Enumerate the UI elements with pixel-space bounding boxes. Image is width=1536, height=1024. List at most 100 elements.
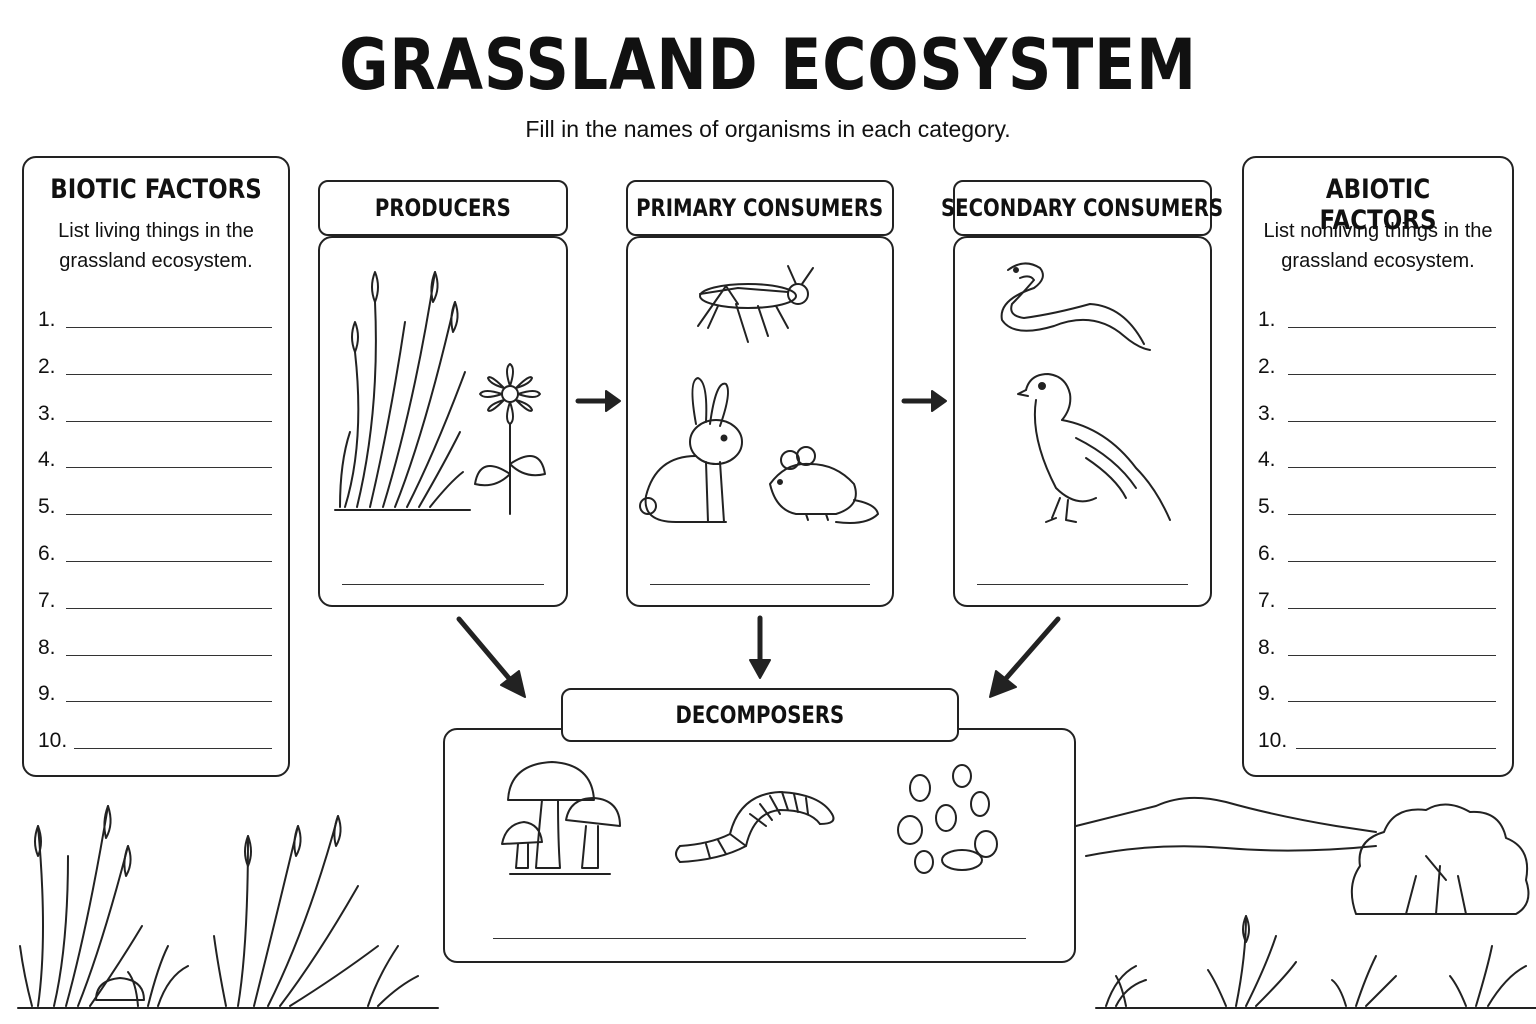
answer-row: 2. bbox=[38, 351, 272, 381]
answer-number: 2. bbox=[1258, 354, 1276, 378]
answer-row: 1. bbox=[38, 304, 272, 334]
decomposers-answer-line[interactable] bbox=[493, 938, 1026, 939]
answer-number: 3. bbox=[38, 401, 56, 425]
answer-number: 10. bbox=[38, 729, 68, 753]
primary-consumers-answer-line[interactable] bbox=[650, 584, 870, 585]
answer-number: 6. bbox=[38, 542, 56, 565]
answer-blank[interactable] bbox=[1288, 514, 1496, 516]
biotic-factors-panel: BIOTIC FACTORS List living things in the… bbox=[22, 156, 290, 777]
answer-number: 7. bbox=[38, 588, 56, 612]
abiotic-factors-description: List nonliving things in the grassland e… bbox=[1263, 220, 1493, 272]
answer-blank[interactable] bbox=[1288, 373, 1496, 375]
answer-row: 10. bbox=[1258, 725, 1496, 755]
decomposers-label: DECOMPOSERS bbox=[561, 688, 959, 742]
answer-row: 4. bbox=[38, 444, 272, 474]
producers-card bbox=[318, 236, 568, 607]
answer-blank[interactable] bbox=[66, 701, 272, 703]
answer-blank[interactable] bbox=[1296, 748, 1496, 750]
answer-row: 10. bbox=[38, 725, 272, 755]
answer-number: 8. bbox=[1258, 635, 1276, 659]
mushroom-icon bbox=[501, 761, 621, 875]
answer-number: 1. bbox=[38, 308, 56, 331]
arrow-right-icon bbox=[575, 390, 621, 412]
answer-number: 10. bbox=[1258, 729, 1288, 753]
bush-icon bbox=[1350, 803, 1530, 915]
answer-row: 8. bbox=[1258, 632, 1496, 662]
rabbit-icon bbox=[639, 377, 743, 523]
bacteria-icon bbox=[897, 764, 998, 874]
answer-blank[interactable] bbox=[66, 373, 272, 375]
answer-number: 5. bbox=[38, 495, 56, 519]
answer-number: 9. bbox=[1258, 682, 1276, 706]
arrow-down-left-icon bbox=[989, 616, 1061, 698]
answer-number: 4. bbox=[38, 448, 56, 472]
biotic-factors-description: List living things in the grassland ecos… bbox=[58, 220, 254, 272]
abiotic-factors-title: ABIOTIC FACTORS bbox=[1319, 174, 1437, 236]
answer-row: 6. bbox=[38, 538, 272, 568]
answer-blank[interactable] bbox=[1288, 607, 1496, 609]
primary-consumers-card bbox=[626, 236, 894, 607]
snake-icon bbox=[1000, 262, 1151, 351]
grass-tuft-icon bbox=[1095, 915, 1536, 1009]
answer-number: 1. bbox=[1258, 308, 1276, 331]
worksheet-instructions: Fill in the names of organisms in each c… bbox=[525, 116, 1011, 142]
answer-row: 5. bbox=[38, 491, 272, 521]
answer-blank[interactable] bbox=[66, 514, 272, 516]
answer-row: 2. bbox=[1258, 351, 1496, 381]
answer-blank[interactable] bbox=[1288, 327, 1496, 328]
answer-row: 7. bbox=[38, 585, 272, 615]
hills-icon bbox=[1075, 796, 1377, 857]
answer-blank[interactable] bbox=[74, 748, 272, 750]
decomposers-card bbox=[443, 728, 1076, 963]
answer-blank[interactable] bbox=[66, 561, 272, 562]
primary-consumers-label: PRIMARY CONSUMERS bbox=[626, 180, 894, 236]
hawk-icon bbox=[1017, 373, 1171, 523]
answer-row: 8. bbox=[38, 632, 272, 662]
answer-row: 6. bbox=[1258, 538, 1496, 568]
worksheet-title: GRASSLAND ECOSYSTEM bbox=[339, 24, 1197, 106]
secondary-consumers-card bbox=[953, 236, 1212, 607]
answer-blank[interactable] bbox=[66, 327, 272, 328]
answer-number: 3. bbox=[1258, 401, 1276, 425]
grasshopper-icon bbox=[697, 265, 814, 343]
answer-number: 2. bbox=[38, 354, 56, 378]
answer-row: 9. bbox=[38, 678, 272, 708]
abiotic-factors-panel: ABIOTIC FACTORS List nonliving things in… bbox=[1242, 156, 1514, 777]
answer-blank[interactable] bbox=[1288, 654, 1496, 656]
worm-icon bbox=[675, 791, 835, 863]
answer-number: 5. bbox=[1258, 495, 1276, 519]
answer-blank[interactable] bbox=[66, 654, 272, 656]
answer-row: 7. bbox=[1258, 585, 1496, 615]
arrow-down-icon bbox=[749, 615, 771, 679]
secondary-consumers-label: SECONDARY CONSUMERS bbox=[941, 180, 1224, 236]
answer-number: 7. bbox=[1258, 588, 1276, 612]
producers-label: PRODUCERS bbox=[318, 180, 568, 236]
secondary-consumers-answer-line[interactable] bbox=[977, 584, 1188, 585]
rock-icon bbox=[95, 977, 145, 1001]
grass-tuft-icon bbox=[17, 805, 439, 1009]
answer-number: 8. bbox=[38, 635, 56, 659]
answer-row: 3. bbox=[38, 398, 272, 428]
answer-number: 9. bbox=[38, 682, 56, 706]
answer-row: 5. bbox=[1258, 491, 1496, 521]
flower-icon bbox=[474, 363, 546, 515]
producers-answer-line[interactable] bbox=[342, 584, 544, 585]
mouse-icon bbox=[769, 446, 879, 524]
answer-row: 3. bbox=[1258, 398, 1496, 428]
answer-row: 4. bbox=[1258, 444, 1496, 474]
answer-blank[interactable] bbox=[1288, 561, 1496, 562]
answer-number: 4. bbox=[1258, 448, 1276, 472]
arrow-down-right-icon bbox=[456, 616, 526, 698]
answer-blank[interactable] bbox=[1288, 467, 1496, 469]
answer-blank[interactable] bbox=[1288, 701, 1496, 703]
grass-icon bbox=[334, 271, 471, 511]
answer-blank[interactable] bbox=[66, 420, 272, 422]
biotic-factors-title: BIOTIC FACTORS bbox=[50, 174, 262, 205]
answer-number: 6. bbox=[1258, 542, 1276, 565]
answer-blank[interactable] bbox=[66, 607, 272, 609]
arrow-right-icon bbox=[901, 390, 947, 412]
answer-blank[interactable] bbox=[66, 467, 272, 469]
answer-row: 9. bbox=[1258, 678, 1496, 708]
answer-blank[interactable] bbox=[1288, 420, 1496, 422]
answer-row: 1. bbox=[1258, 304, 1496, 334]
